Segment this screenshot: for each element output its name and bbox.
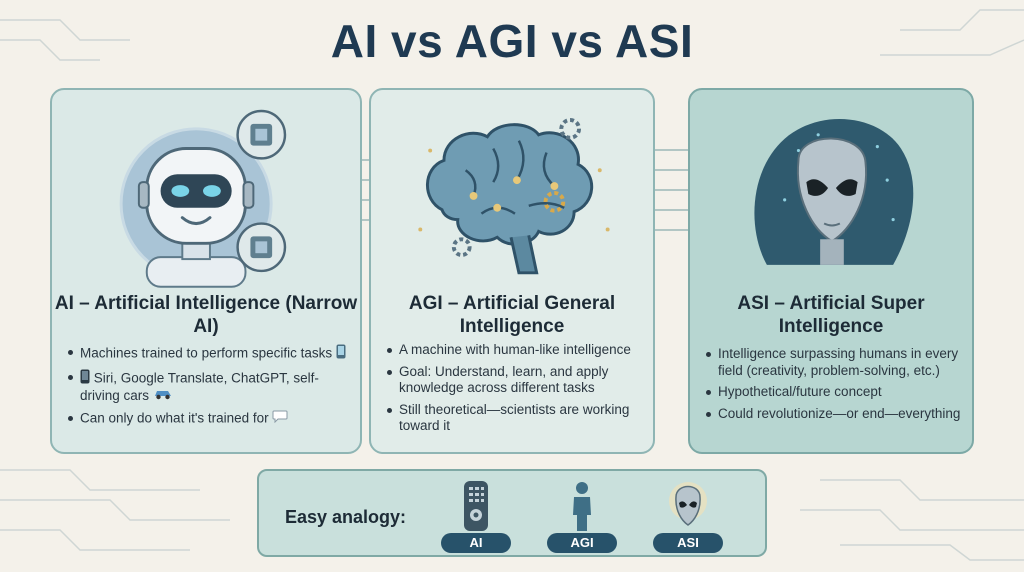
list-item: Goal: Understand, learn, and apply knowl…	[385, 364, 643, 397]
card-agi: AGI – Artificial General Intelligence A …	[369, 88, 655, 454]
analogy-pill-asi: ASI	[653, 533, 723, 553]
phone-icon	[336, 344, 346, 364]
list-item: Machines trained to perform specific tas…	[66, 344, 350, 364]
alien-icon	[754, 118, 914, 265]
analogy-pill-ai: AI	[441, 533, 511, 553]
analogy-item-agi: AGI	[547, 475, 617, 555]
analogy-item-ai: AI	[441, 475, 511, 555]
brain-icon	[418, 118, 610, 275]
card-ai: AI – Artificial Intelligence (Narrow AI)…	[50, 88, 362, 454]
analogy-box: Easy analogy: AI AGI ASI	[257, 469, 767, 557]
card-asi: ASI – Artificial Super Intelligence Inte…	[688, 88, 974, 454]
car-icon	[153, 388, 173, 405]
person-icon	[573, 482, 591, 531]
phone-icon	[80, 369, 90, 389]
list-item: Still theoretical—scientists are working…	[385, 402, 643, 435]
page-title: AI vs AGI vs ASI	[330, 15, 694, 67]
bullet-list-ai: Machines trained to perform specific tas…	[66, 344, 350, 432]
list-item: A machine with human-like intelligence	[385, 342, 643, 359]
list-item: Hypothetical/future concept	[704, 384, 962, 401]
analogy-label: Easy analogy:	[285, 507, 407, 527]
card-title-ai: AI – Artificial Intelligence (Narrow AI)	[54, 293, 358, 337]
remote-control-icon	[464, 481, 488, 531]
analogy-pill-agi: AGI	[547, 533, 617, 553]
speech-bubble-icon	[272, 410, 288, 428]
analogy-item-asi: ASI	[653, 475, 723, 555]
alien-icon	[669, 482, 707, 526]
list-item: Could revolutionize—or end—everything	[704, 406, 962, 423]
list-item: Can only do what it's trained for	[66, 410, 350, 428]
list-item: Intelligence surpassing humans in every …	[704, 346, 962, 379]
card-title-asi: ASI – Artificial Super Intelligence	[737, 293, 925, 337]
bullet-list-asi: Intelligence surpassing humans in every …	[704, 346, 962, 427]
list-item: Siri, Google Translate, ChatGPT, self-dr…	[66, 369, 350, 405]
bullet-list-agi: A machine with human-like intelligence G…	[385, 342, 643, 440]
robot-icon	[119, 109, 287, 288]
card-title-agi: AGI – Artificial General Intelligence	[408, 293, 616, 337]
